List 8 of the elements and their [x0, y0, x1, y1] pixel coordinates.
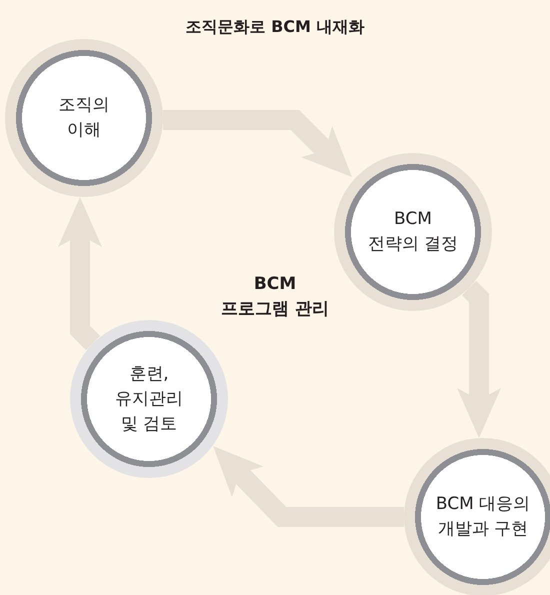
center-label: BCM 프로그램 관리 [220, 273, 330, 321]
step-circle: BCM 대응의 개발과 구현 [404, 438, 550, 595]
arrow [58, 197, 102, 350]
step-circle: 조직의 이해 [5, 39, 163, 197]
arrow [457, 280, 501, 438]
step-circle: BCM 전략의 결정 [334, 153, 492, 311]
title: 조직문화로 BCM 내재화 [184, 17, 366, 38]
step-circle: 훈련, 유지관리 및 검토 [70, 320, 228, 478]
